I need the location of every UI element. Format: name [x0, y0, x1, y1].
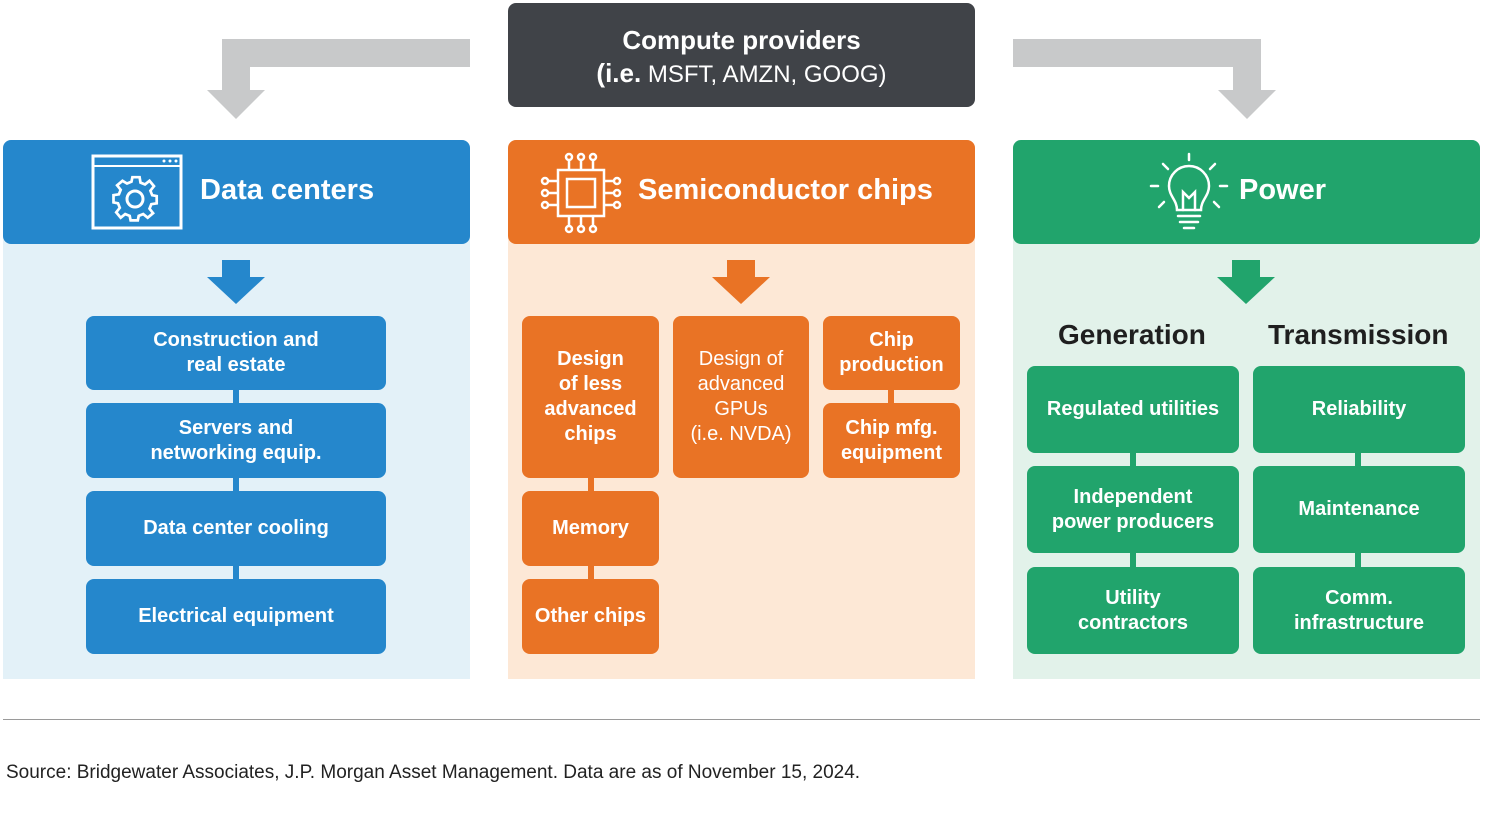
compute-providers-title: Compute providers [622, 25, 861, 55]
examples-prefix: (i.e. [596, 58, 642, 88]
connector-line [233, 385, 239, 585]
arrow-down-icon [712, 260, 770, 304]
semis-chip-equipment: Chip mfg. equipment [823, 403, 960, 478]
trans-maintenance: Maintenance [1253, 466, 1465, 553]
transmission-title: Transmission [1268, 319, 1449, 350]
data-centers-title: Data centers [200, 174, 375, 206]
dc-item-electrical: Electrical equipment [86, 579, 386, 654]
arrow-down-icon [207, 260, 265, 304]
semiconductor-header: Semiconductor chips [508, 140, 975, 244]
divider [3, 719, 1480, 720]
data-centers-header: Data centers [3, 140, 470, 244]
dc-item-construction: Construction and real estate [86, 316, 386, 390]
connector-line [888, 385, 894, 410]
arrow-to-power [1013, 39, 1276, 119]
chip-icon [540, 152, 622, 234]
settings-window-icon [91, 154, 183, 230]
semis-less-advanced-design: Design of less advanced chips [522, 316, 659, 478]
semis-chip-production: Chip production [823, 316, 960, 390]
semis-memory: Memory [522, 491, 659, 566]
semiconductor-title: Semiconductor chips [638, 174, 933, 206]
compute-providers-box: Compute providers (i.e. MSFT, AMZN, GOOG… [508, 3, 975, 107]
trans-comm-infrastructure: Comm. infrastructure [1253, 567, 1465, 654]
power-header: Power [1013, 140, 1480, 244]
semis-other-chips: Other chips [522, 579, 659, 654]
gen-regulated-utilities: Regulated utilities [1027, 366, 1239, 453]
arrow-down-icon [1217, 260, 1275, 304]
compute-providers-examples: (i.e. MSFT, AMZN, GOOG) [508, 58, 975, 89]
trans-reliability: Reliability [1253, 366, 1465, 453]
generation-title: Generation [1058, 319, 1206, 350]
examples-list: MSFT, AMZN, GOOG) [641, 61, 887, 88]
arrow-to-data-centers [207, 39, 470, 119]
gen-independent-producers: Independent power producers [1027, 466, 1239, 553]
lightbulb-icon [1149, 152, 1229, 230]
source-note: Source: Bridgewater Associates, J.P. Mor… [6, 762, 861, 783]
semis-advanced-gpus: Design of advanced GPUs (i.e. NVDA) [673, 316, 809, 478]
gen-utility-contractors: Utility contractors [1027, 567, 1239, 654]
dc-item-cooling: Data center cooling [86, 491, 386, 566]
dc-item-servers: Servers and networking equip. [86, 403, 386, 478]
power-title: Power [1239, 174, 1327, 206]
